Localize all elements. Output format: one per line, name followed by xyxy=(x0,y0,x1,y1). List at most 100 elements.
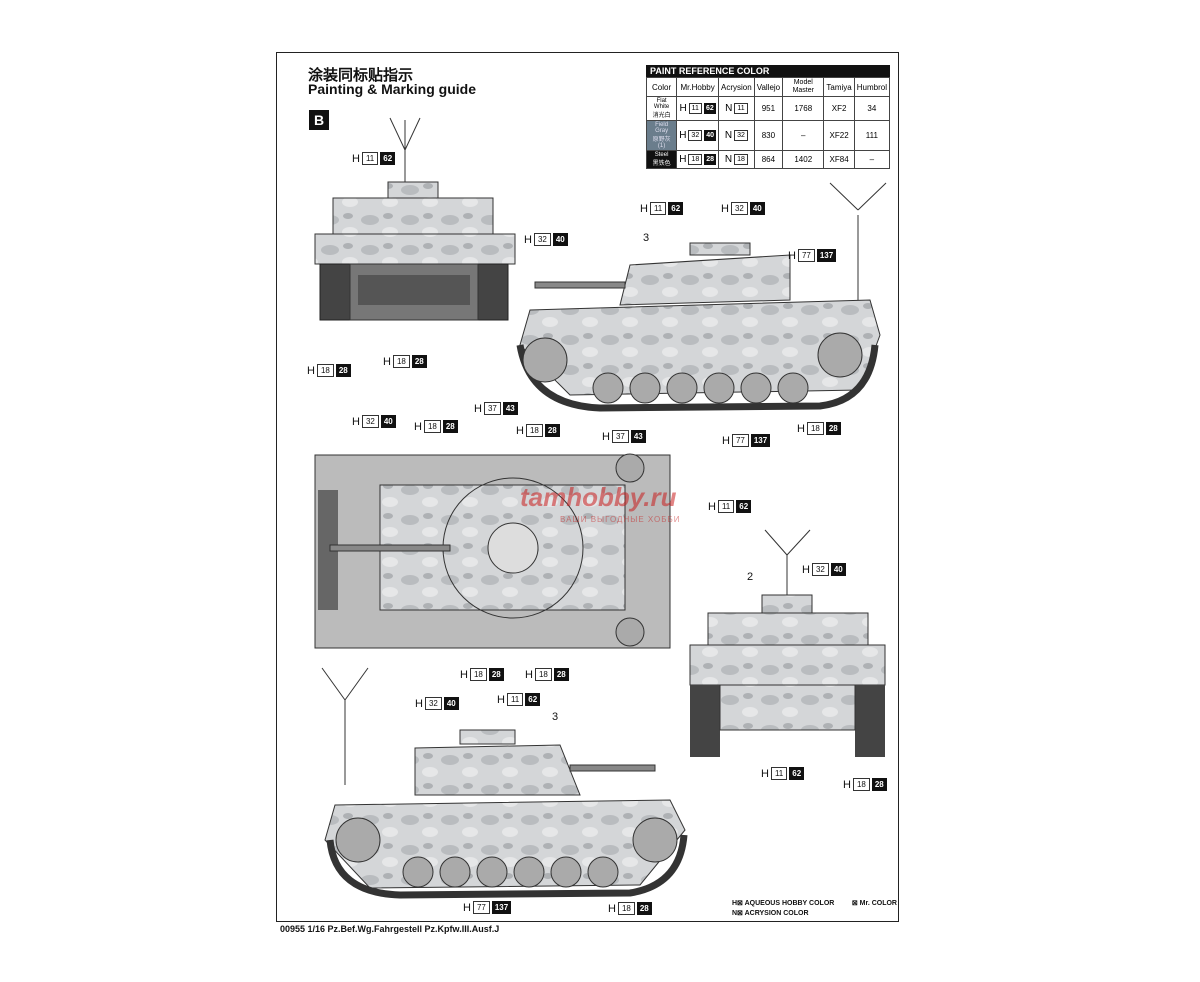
n-letter: N xyxy=(724,130,733,141)
h-code: 11 xyxy=(770,767,788,780)
color-name-cn: 原野灰(1) xyxy=(652,137,671,149)
h-letter: H xyxy=(524,233,532,246)
humbrol-cell: 34 xyxy=(853,96,891,121)
color-name-cn: 消光白 xyxy=(652,113,671,119)
h-code: 18 xyxy=(423,420,441,433)
mr-code: 28 xyxy=(544,424,560,437)
h-letter: H xyxy=(761,767,769,780)
legend-acrysion: N⊠ ACRYSION COLOR xyxy=(732,910,809,917)
h-letter: H xyxy=(797,422,805,435)
vallejo-cell: 864 xyxy=(753,150,784,169)
page-frame xyxy=(276,52,899,922)
page-title: Painting & Marking guide xyxy=(308,81,477,97)
n-letter: N xyxy=(725,103,733,114)
mr-code: 28 xyxy=(704,154,717,165)
h-code: 11 xyxy=(688,103,702,114)
h-letter: H xyxy=(516,424,524,437)
h-letter: H xyxy=(721,202,729,215)
h-code: 32 xyxy=(811,563,829,576)
title-chinese: 涂装同标贴指示 xyxy=(308,67,414,84)
h-code: 32 xyxy=(730,202,748,215)
h-letter: H xyxy=(463,901,471,914)
h-code: 77 xyxy=(472,901,490,914)
h-letter: H xyxy=(525,668,533,681)
h-letter: H xyxy=(602,430,610,443)
h-code: 18 xyxy=(534,668,552,681)
paint-reference-table: PAINT REFERENCE COLOR Color Mr.Hobby Acr… xyxy=(645,65,891,169)
h-code: 18 xyxy=(469,668,487,681)
h-letter: H xyxy=(383,355,391,368)
vallejo-cell: 830 xyxy=(753,120,784,151)
h-code: 18 xyxy=(617,902,635,915)
h-code: 11 xyxy=(361,152,379,165)
h-code: 32 xyxy=(361,415,379,428)
h-letter: H xyxy=(352,152,360,165)
mr-code: 137 xyxy=(750,434,771,447)
mr-code: 62 xyxy=(703,103,716,114)
col-header: Humbrol xyxy=(853,77,891,97)
h-code: 77 xyxy=(797,249,815,262)
h-letter: H xyxy=(788,249,796,262)
mr-code: 40 xyxy=(443,697,459,710)
tamiya-cell: XF84 xyxy=(823,150,855,169)
h-code: 32 xyxy=(688,130,703,141)
h-code: 18 xyxy=(316,364,334,377)
h-letter: H xyxy=(415,697,423,710)
footer-caption: 00955 1/16 Pz.Bef.Wg.Fahrgestell Pz.Kpfw… xyxy=(280,924,500,934)
h-code: 32 xyxy=(424,697,442,710)
mr-code: 28 xyxy=(871,778,887,791)
marking-number: 3 xyxy=(552,711,559,723)
h-code: 37 xyxy=(483,402,501,415)
mr-code: 28 xyxy=(636,902,652,915)
h-code: 18 xyxy=(392,355,410,368)
mr-code: 43 xyxy=(502,402,518,415)
mr-code: 62 xyxy=(668,202,684,215)
n-code: 11 xyxy=(734,103,748,114)
mr-code: 40 xyxy=(749,202,765,215)
h-code: 32 xyxy=(533,233,551,246)
h-letter: H xyxy=(679,103,687,114)
tank-side-view-right xyxy=(516,182,887,412)
watermark-subtitle: ВАШИ ВЫГОДНЫЕ ХОББИ xyxy=(560,515,681,524)
h-letter: H xyxy=(708,500,716,513)
h-code: 77 xyxy=(731,434,749,447)
legend-aqueous: H⊠ AQUEOUS HOBBY COLOR xyxy=(732,900,835,907)
table-header: PAINT REFERENCE COLOR xyxy=(646,65,890,77)
legend-mr-color: ⊠ Mr. COLOR xyxy=(851,900,897,907)
color-name: Steel xyxy=(654,152,669,158)
h-letter: H xyxy=(352,415,360,428)
h-code: 18 xyxy=(852,778,870,791)
section-badge: B xyxy=(309,110,329,130)
tamiya-cell: XF22 xyxy=(823,120,855,151)
mr-code: 40 xyxy=(552,233,568,246)
n-code: 18 xyxy=(734,154,748,165)
h-letter: H xyxy=(460,668,468,681)
model-master-cell: 1402 xyxy=(782,150,825,169)
h-letter: H xyxy=(802,563,810,576)
humbrol-cell: – xyxy=(853,150,891,169)
